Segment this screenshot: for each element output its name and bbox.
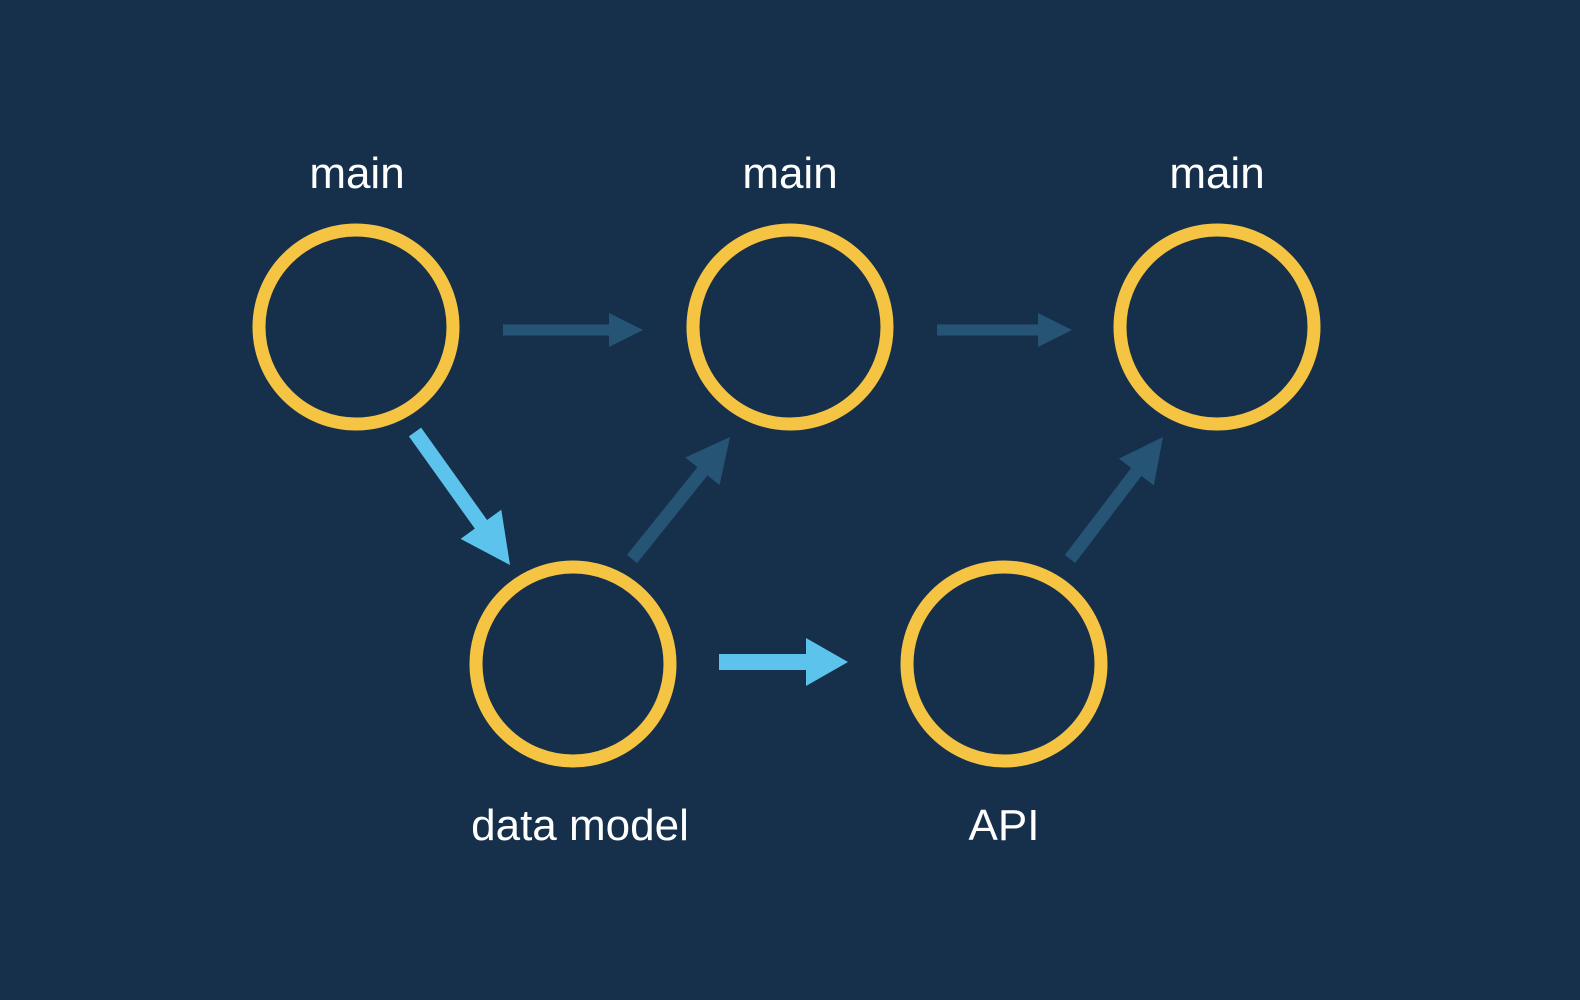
nodes-layer <box>252 223 1321 768</box>
arrow-main-1-to-main-2 <box>503 313 643 347</box>
node-label-data-model: data model <box>471 801 689 850</box>
arrow-main-1-to-data-model <box>408 427 510 565</box>
labels-layer: main main main data model API <box>309 149 1264 850</box>
node-label-main-2: main <box>742 149 837 198</box>
commit-node-main-1[interactable] <box>252 223 460 431</box>
edges-layer <box>408 313 1163 686</box>
arrow-main-2-to-main-3 <box>937 313 1072 347</box>
node-label-main-3: main <box>1169 149 1264 198</box>
arrow-api-to-main-3 <box>1064 437 1163 563</box>
node-label-main-1: main <box>309 149 404 198</box>
commit-node-main-2[interactable] <box>686 223 894 431</box>
node-label-api: API <box>969 801 1040 850</box>
commit-node-main-3[interactable] <box>1113 223 1321 431</box>
commit-node-api[interactable] <box>900 560 1108 768</box>
arrow-data-model-to-api <box>719 638 848 686</box>
arrow-data-model-to-main-2 <box>626 437 730 564</box>
commit-node-data-model[interactable] <box>469 560 677 768</box>
